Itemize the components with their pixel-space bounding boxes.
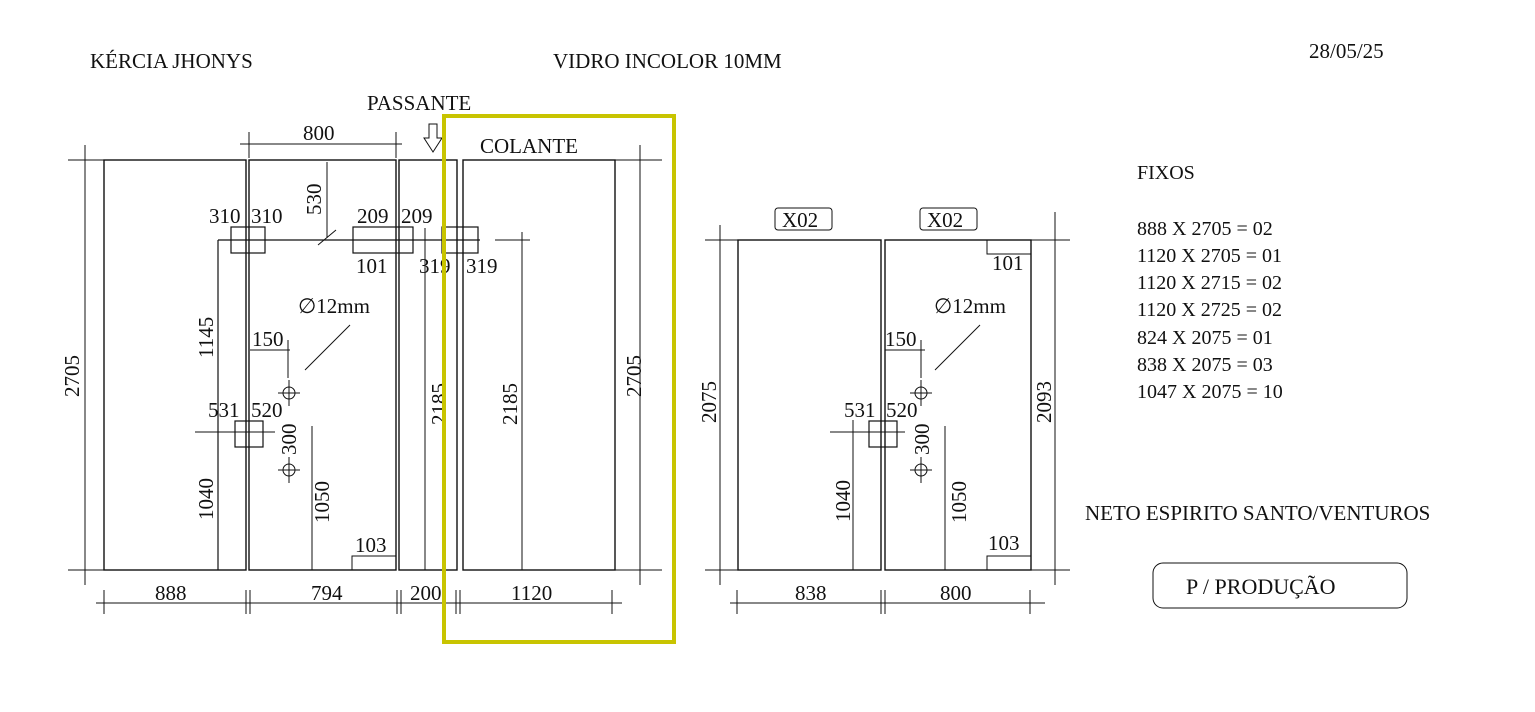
dim-531-right: 531: [844, 398, 876, 422]
panel-door-794: [248, 159, 397, 571]
dim-531: 531: [208, 398, 240, 422]
dim-209-b: 209: [401, 204, 433, 228]
panel-colante-1120: [462, 159, 616, 571]
production-status-button[interactable]: P / PRODUÇÃO: [1152, 562, 1408, 609]
fixos-item: 1120 X 2715 = 02: [1137, 272, 1282, 294]
qty-tag-a-frame: [774, 207, 833, 231]
dim-300-right: 300: [910, 424, 934, 456]
hole-diameter-right: ∅12mm: [934, 294, 1006, 318]
bottom-width-200: 200: [410, 581, 442, 605]
height-left-2075: 2075: [697, 381, 721, 423]
dim-103-right: 103: [988, 531, 1020, 555]
client-name: KÉRCIA JHONYS: [90, 49, 253, 73]
fixos-list: FIXOS 888 X 2705 = 02 1120 X 2705 = 01 1…: [1137, 162, 1283, 403]
fixos-item: 824 X 2075 = 01: [1137, 327, 1273, 349]
height-right-2093: 2093: [1032, 381, 1056, 423]
drawing-date: 28/05/25: [1309, 39, 1384, 63]
qty-tag-b-frame: [919, 207, 978, 231]
dim-103: 103: [355, 533, 387, 557]
fixos-title: FIXOS: [1137, 162, 1195, 184]
passante-label: PASSANTE: [367, 91, 471, 115]
dim-1040-right: 1040: [831, 480, 855, 522]
dim-150-right: 150: [885, 327, 917, 351]
dim-520-right: 520: [886, 398, 918, 422]
hole-diameter: ∅12mm: [298, 294, 370, 318]
bottom-width-838: 838: [795, 581, 827, 605]
fixos-item: 1047 X 2075 = 10: [1137, 381, 1283, 403]
production-status-label: P / PRODUÇÃO: [1186, 574, 1336, 599]
panel-passante-200: [398, 159, 458, 571]
passante-arrow-icon: [423, 123, 443, 153]
bottom-width-800: 800: [940, 581, 972, 605]
dim-1145: 1145: [194, 317, 218, 358]
dim-319-b: 319: [466, 254, 498, 278]
dim-1050-right: 1050: [947, 481, 971, 523]
fixos-item: 1120 X 2705 = 01: [1137, 245, 1282, 267]
fixos-item: 838 X 2075 = 03: [1137, 354, 1273, 376]
dim-top-width: 800: [303, 121, 335, 145]
dim-209-a: 209: [357, 204, 389, 228]
panel-door-800: [884, 239, 1032, 571]
qty-tag-a: X02: [782, 208, 818, 232]
dim-310-a: 310: [209, 204, 241, 228]
bottom-width-794: 794: [311, 581, 343, 605]
dim-2185-b: 2185: [498, 383, 522, 425]
dim-101-right: 101: [992, 251, 1024, 275]
dim-2185-a: 2185: [427, 383, 451, 425]
panel-fixed-888: [103, 159, 247, 571]
dim-310-b: 310: [251, 204, 283, 228]
bottom-width-888: 888: [155, 581, 187, 605]
panel-fixed-838: [737, 239, 882, 571]
location-label: NETO ESPIRITO SANTO/VENTUROS: [1085, 501, 1430, 525]
qty-tag-b: X02: [927, 208, 963, 232]
bottom-width-1120: 1120: [511, 581, 552, 605]
height-left-2705: 2705: [60, 355, 84, 397]
dim-150: 150: [252, 327, 284, 351]
dim-520: 520: [251, 398, 283, 422]
colante-label: COLANTE: [480, 134, 578, 158]
dim-300: 300: [277, 424, 301, 456]
right-assembly-drawing: X02 X02 2075 2093 101 ∅12mm 150 531: [697, 207, 1070, 614]
dim-530: 530: [302, 184, 326, 216]
fixos-item: 888 X 2705 = 02: [1137, 218, 1273, 240]
dim-101: 101: [356, 254, 388, 278]
fixos-item: 1120 X 2725 = 02: [1137, 299, 1282, 321]
dim-1050: 1050: [310, 481, 334, 523]
left-assembly-drawing: 800 PASSANTE COLANTE 530 310 310 209 209…: [60, 91, 662, 614]
dim-1040: 1040: [194, 478, 218, 520]
height-right-2705: 2705: [622, 355, 646, 397]
highlight-frame: [442, 114, 676, 644]
material-title: VIDRO INCOLOR 10MM: [553, 49, 782, 73]
